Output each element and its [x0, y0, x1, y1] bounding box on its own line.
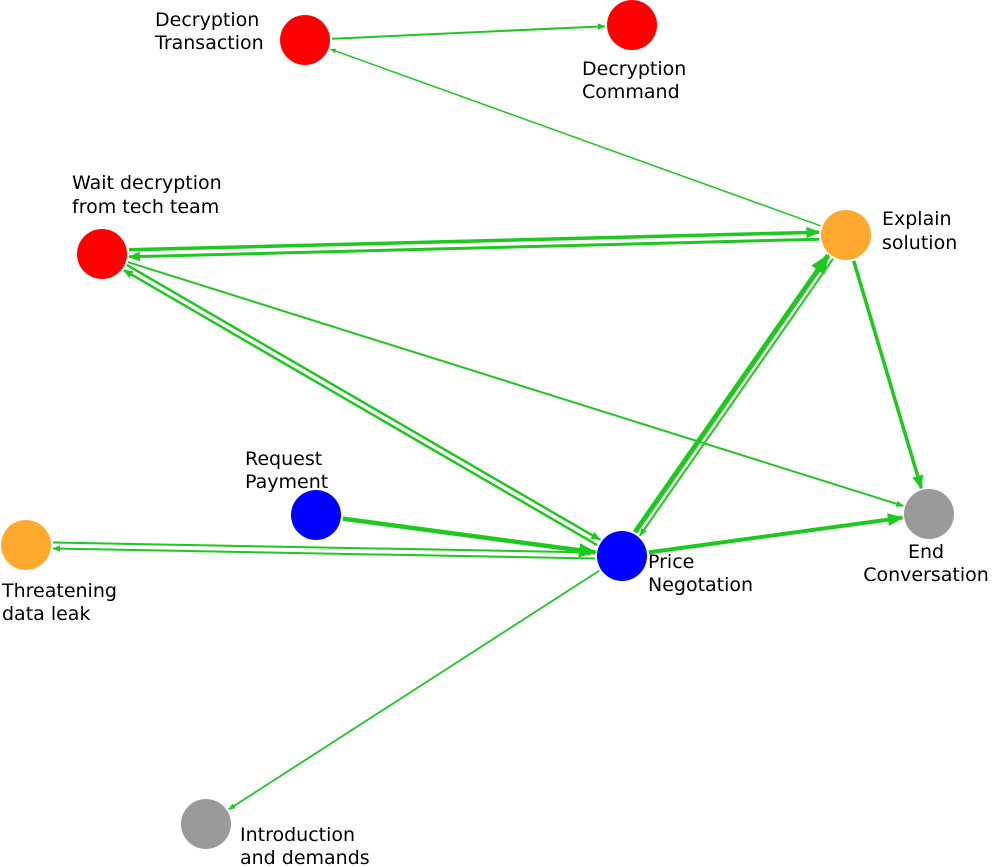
edge-price-negotation-to-explain-solution [632, 253, 831, 534]
node-label-end-conversation-line-1: End [908, 541, 944, 563]
node-label-threatening-data-leak-line-1: Threatening [1, 580, 117, 602]
edge-price-negotation-to-end-conversation [648, 513, 904, 555]
node-label-request-payment-line-1: Request [245, 448, 322, 470]
node-layer [1, 0, 954, 849]
node-label-introduction-demands-line-2: and demands [240, 847, 370, 867]
node-introduction-demands [181, 799, 231, 849]
node-label-price-negotation-line-2: Negotation [648, 574, 753, 596]
node-label-decryption-transaction-line-1: Decryption [155, 9, 259, 31]
node-label-decryption-command-line-1: Decryption [582, 58, 686, 80]
node-label-wait-decryption-line-2: from tech team [72, 196, 219, 218]
edge-price-negotation-to-introduction-demands [228, 569, 600, 811]
node-threatening-data-leak [1, 520, 51, 570]
node-label-decryption-transaction-line-2: Transaction [154, 32, 264, 54]
edge-explain-solution-to-decryption-transaction [329, 48, 821, 227]
node-wait-decryption [77, 229, 127, 279]
node-label-explain-solution-line-2: solution [882, 232, 957, 254]
edge-price-negotation-to-threatening-data-leak [52, 545, 595, 560]
node-explain-solution [821, 210, 871, 260]
label-layer: DecryptionTransactionDecryptionCommandWa… [1, 9, 989, 867]
node-request-payment [291, 490, 341, 540]
edge-wait-decryption-to-explain-solution [128, 226, 821, 252]
edge-request-payment-to-price-negotation [342, 516, 598, 558]
node-decryption-transaction [280, 15, 330, 65]
node-label-decryption-command-line-2: Command [582, 81, 680, 103]
edge-layer [52, 23, 924, 811]
edge-explain-solution-to-price-negotation [639, 258, 834, 537]
edge-explain-solution-to-wait-decryption [127, 237, 820, 262]
node-end-conversation [904, 489, 954, 539]
edge-decryption-transaction-to-decryption-command [331, 23, 606, 40]
edge-price-negotation-to-wait-decryption [122, 269, 598, 547]
node-label-explain-solution-line-1: Explain [882, 208, 952, 230]
edge-wait-decryption-to-price-negotation [126, 263, 602, 541]
edge-threatening-data-leak-to-price-negotation [53, 541, 596, 556]
edge-explain-solution-to-end-conversation [852, 260, 924, 490]
node-label-end-conversation-line-2: Conversation [863, 564, 989, 586]
node-decryption-command [607, 0, 657, 50]
node-price-negotation [597, 531, 647, 581]
edge-wait-decryption-to-end-conversation [127, 261, 905, 507]
node-label-request-payment-line-2: Payment [245, 471, 328, 493]
node-label-introduction-demands-line-1: Introduction [240, 824, 355, 846]
node-label-price-negotation-line-1: Price [648, 551, 694, 573]
node-label-threatening-data-leak-line-2: data leak [2, 603, 90, 625]
node-label-wait-decryption-line-1: Wait decryption [72, 172, 222, 194]
